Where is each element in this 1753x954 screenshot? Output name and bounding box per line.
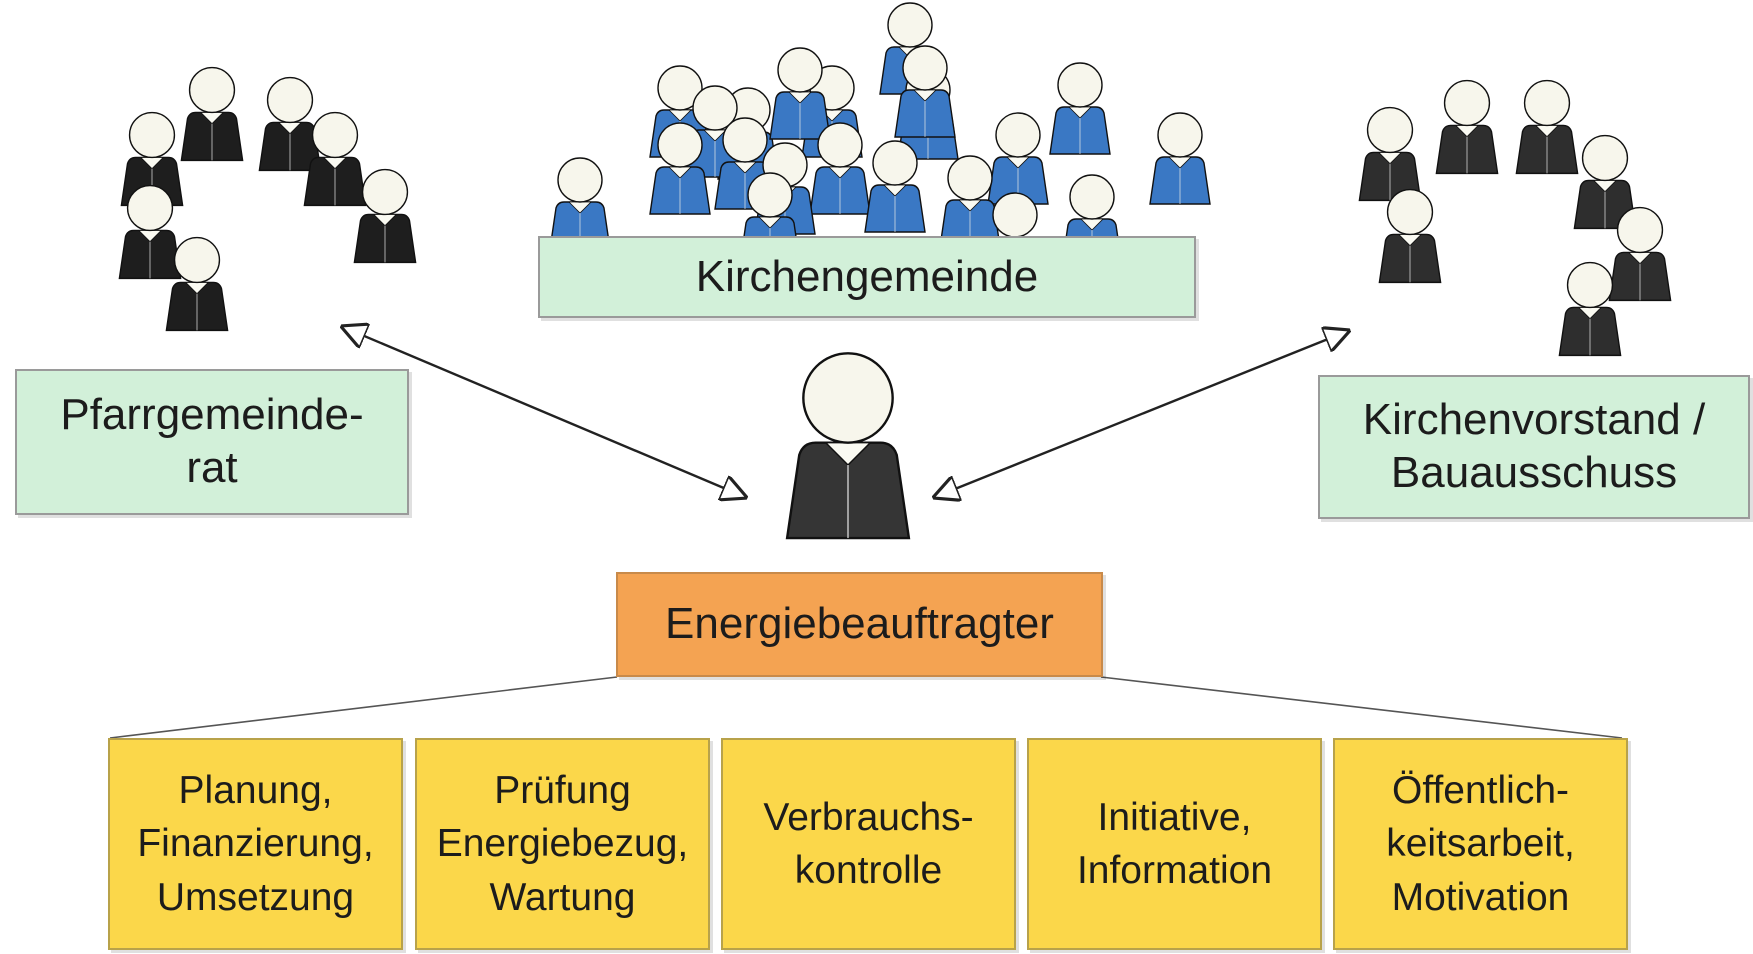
task-text-line: Prüfung xyxy=(494,769,631,813)
person-icon xyxy=(894,45,956,138)
task-box: Planung, Finanzierung, Umsetzung xyxy=(108,738,403,950)
person-icon xyxy=(769,47,831,140)
task-connector-lines xyxy=(109,676,1623,739)
person-icon xyxy=(258,76,322,172)
task-text-line: Motivation xyxy=(1391,875,1570,919)
task-text-line: Planung, xyxy=(178,769,333,813)
person-icon xyxy=(1378,188,1442,284)
people-figures xyxy=(118,2,1672,540)
task-box: Verbrauchs- kontrolle xyxy=(721,738,1016,950)
kirchengemeinde-label: Kirchengemeinde xyxy=(695,251,1039,301)
person-icon xyxy=(303,111,367,207)
kirchenvorstand-label-line-1: Kirchenvorstand / xyxy=(1362,395,1706,445)
person-icon xyxy=(864,140,926,233)
task-text-line: Energiebezug, xyxy=(436,822,689,866)
pfarrgemeinderat-label-line-1: Pfarrgemeinde- xyxy=(60,390,364,440)
person-icon xyxy=(939,155,1001,248)
person-icon xyxy=(353,168,417,264)
task-text-line: keitsarbeit, xyxy=(1386,822,1575,866)
energiebeauftragter-box: Energiebeauftragter xyxy=(616,572,1103,677)
task-text-line: Wartung xyxy=(489,875,636,919)
task-text-line: kontrolle xyxy=(794,849,943,892)
task-text-line: Verbrauchs- xyxy=(763,795,974,839)
task-box: Prüfung Energiebezug, Wartung xyxy=(415,738,710,950)
person-icon xyxy=(649,122,711,215)
person-icon xyxy=(1558,261,1622,357)
pfarrgemeinderat-box: Pfarrgemeinde- rat xyxy=(15,369,409,515)
energiebeauftragter-figure-icon xyxy=(785,352,911,540)
kirchenvorstand-box: Kirchenvorstand / Bauausschuss xyxy=(1318,375,1750,519)
task-text-line: Finanzierung, xyxy=(137,822,374,866)
task-connector-left xyxy=(109,676,618,739)
person-icon xyxy=(1358,106,1422,202)
kirchenvorstand-label-line-2: Bauausschuss xyxy=(1390,448,1678,497)
pfarrgemeinderat-label-line-2: rat xyxy=(186,443,238,492)
task-text-line: Initiative, xyxy=(1097,795,1252,839)
kirchengemeinde-box: Kirchengemeinde xyxy=(538,236,1196,318)
person-icon xyxy=(1515,79,1579,175)
arrow-to-kirchenvorstand xyxy=(935,331,1348,497)
person-icon xyxy=(809,122,871,215)
person-icon xyxy=(1149,112,1211,205)
task-text-line: Öffentlich- xyxy=(1391,769,1570,813)
energiebeauftragter-label: Energiebeauftragter xyxy=(665,599,1054,649)
task-text-line: Information xyxy=(1076,849,1273,892)
person-icon xyxy=(1435,79,1499,175)
task-box: Öffentlich- keitsarbeit, Motivation xyxy=(1333,738,1628,950)
person-icon xyxy=(165,236,229,332)
task-box: Initiative, Information xyxy=(1027,738,1322,950)
task-connector-right xyxy=(1100,676,1623,739)
arrow-to-pfarrgemeinderat xyxy=(343,327,745,497)
person-icon xyxy=(1049,62,1111,155)
person-icon xyxy=(118,184,182,280)
person-icon xyxy=(1608,206,1672,302)
person-icon xyxy=(180,66,244,162)
person-icon xyxy=(1573,134,1637,230)
connector-arrows xyxy=(343,327,1348,497)
person-icon xyxy=(987,112,1049,205)
task-text-line: Umsetzung xyxy=(156,875,355,919)
